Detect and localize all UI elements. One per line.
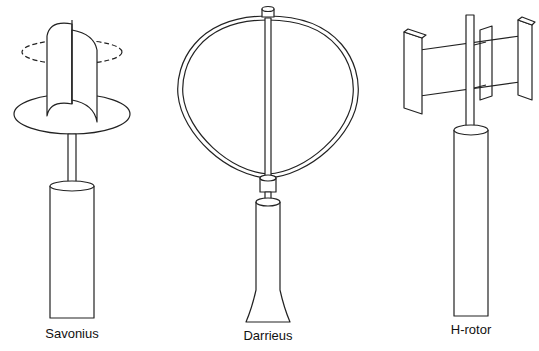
blade-edge — [518, 17, 535, 25]
top-hub — [262, 7, 274, 12]
shaft — [71, 20, 72, 104]
tower-top — [256, 198, 280, 206]
tower-top — [454, 125, 488, 135]
blade — [518, 20, 532, 100]
savonius-turbine — [14, 20, 130, 318]
tower — [454, 130, 488, 316]
shaft — [265, 18, 271, 178]
h-rotor-turbine — [404, 15, 535, 316]
tower — [50, 186, 94, 318]
shaft — [466, 15, 474, 130]
tower-top — [50, 181, 94, 191]
blade-edge — [404, 29, 426, 38]
blade — [47, 23, 72, 116]
blade — [404, 32, 422, 114]
turbine-label: Savonius — [17, 326, 127, 342]
blade — [480, 26, 492, 100]
tower — [246, 202, 290, 322]
turbine-label: Darrieus — [213, 328, 323, 344]
bottom-hub — [260, 175, 276, 181]
turbine-label: H-rotor — [416, 322, 526, 338]
blade — [72, 30, 97, 122]
blade — [178, 16, 359, 178]
shaft — [68, 134, 76, 184]
darrieus-turbine — [178, 7, 359, 323]
